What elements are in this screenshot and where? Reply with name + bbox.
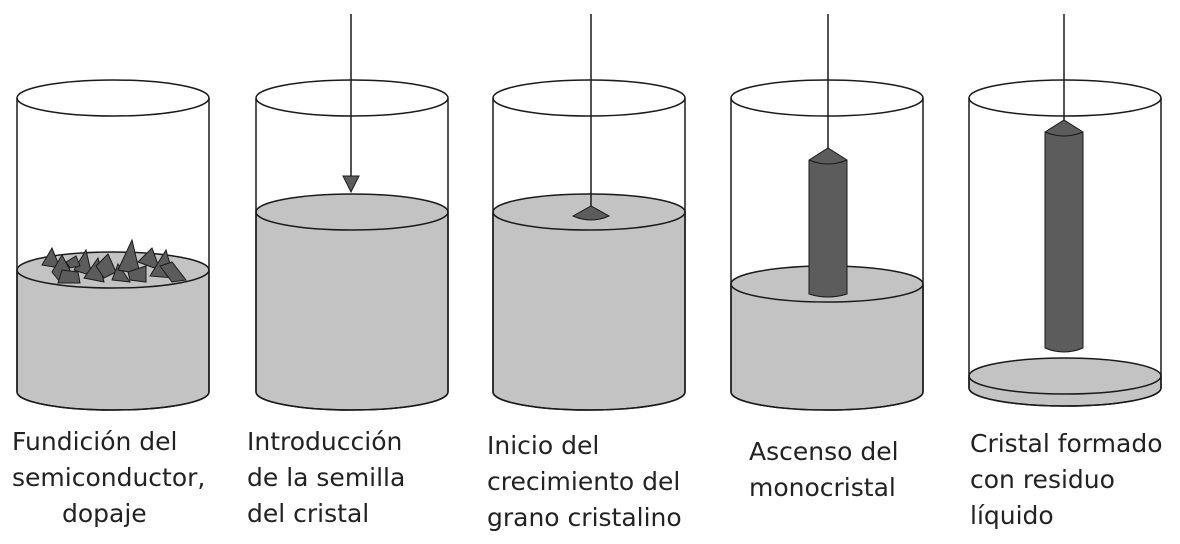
caption-line: Cristal formado (970, 429, 1163, 458)
melt-liquid-body (16, 269, 210, 411)
formed-crystal-ingot (1044, 119, 1084, 353)
caption-seed: Introducción de la semilla del cristal (247, 424, 405, 532)
seed-liquid-surface (255, 193, 449, 231)
caption-line: monocristal (749, 473, 896, 502)
growth-crucible-wall (492, 98, 686, 411)
formed-crucible-wall (968, 98, 1162, 407)
caption-line: líquido (970, 501, 1054, 530)
ascent-crucible-rim (730, 79, 924, 117)
formed-crystal-shoulder (1044, 131, 1084, 137)
seed-crucible-wall (255, 98, 449, 411)
seed-crucible-rim (255, 79, 449, 117)
caption-line: Inicio del (487, 431, 600, 460)
melt-crucible-wall (16, 98, 210, 411)
crucible-ascent (730, 14, 924, 411)
caption-ascent: Ascenso del monocristal (749, 434, 899, 506)
caption-line: Introducción (247, 427, 403, 456)
formed-crucible-rim (968, 79, 1162, 117)
crucible-seed (255, 14, 449, 411)
semiconductor-chunks (41, 238, 187, 284)
ascent-crystal-ingot (808, 147, 848, 298)
growth-crucible-rim (492, 79, 686, 117)
seed-crystal-arrowhead (342, 175, 360, 194)
caption-line: de la semilla (247, 463, 406, 492)
ascent-crystal-shoulder (808, 159, 848, 165)
caption-line: crecimiento del (487, 467, 681, 496)
melt-crucible-rim (16, 79, 210, 117)
caption-line: Ascenso del (749, 437, 899, 466)
crucible-melt (16, 79, 210, 411)
ascent-liquid-body (730, 283, 924, 411)
formed-residue-surface (968, 357, 1162, 395)
ascent-crucible-wall (730, 98, 924, 411)
growth-seed-nucleus (571, 205, 611, 221)
caption-growth-start: Inicio del crecimiento del grano cristal… (487, 428, 682, 536)
crucible-growth-start (492, 14, 686, 411)
growth-liquid-body (492, 211, 686, 411)
caption-line: grano cristalino (487, 503, 682, 532)
caption-melt: Fundición del semiconductor, dopaje (12, 424, 205, 532)
caption-line: dopaje (62, 499, 147, 528)
caption-line: Fundición del (12, 427, 178, 456)
crucible-formed (968, 14, 1162, 407)
caption-formed: Cristal formado con residuo líquido (970, 426, 1163, 534)
caption-line: semiconductor, (12, 463, 206, 492)
seed-liquid-body (255, 211, 449, 411)
caption-line: del cristal (247, 499, 370, 528)
caption-line: con residuo (970, 465, 1115, 494)
